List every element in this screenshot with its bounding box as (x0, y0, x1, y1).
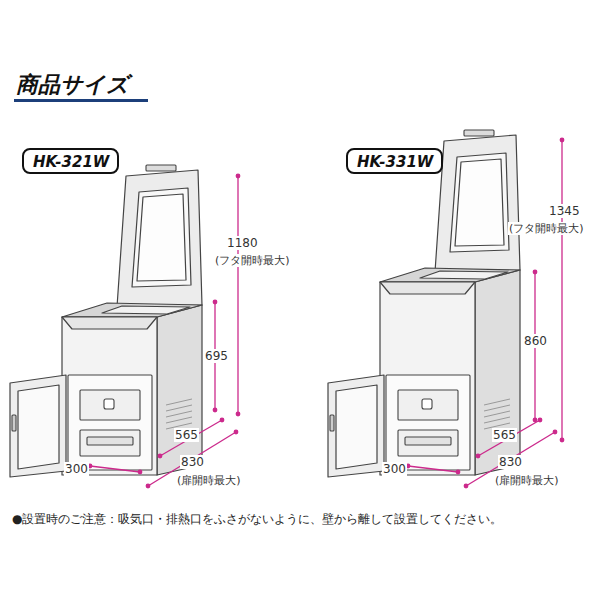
drawer-button (104, 399, 114, 409)
drawer-handle (87, 437, 133, 445)
dimension-dot (236, 412, 241, 417)
lid-handle (146, 165, 176, 171)
page-title: 商品サイズ (16, 70, 129, 100)
dimension-dot (234, 430, 239, 435)
dimension-label: 300 (64, 462, 89, 476)
dimension-label: 565 (174, 428, 199, 442)
dimension-label: 860 (523, 334, 548, 348)
front-face (62, 317, 157, 475)
model-name: HK-331W (357, 153, 432, 171)
dimension-dot (213, 408, 218, 413)
dimension-dot (213, 300, 218, 305)
top-surface (380, 268, 520, 282)
dimension-line (160, 420, 222, 456)
door-panel (18, 385, 59, 469)
vent-slot (166, 417, 192, 423)
dimension-label: 300 (382, 462, 407, 476)
front-chamfer (380, 282, 475, 294)
rice-storage-unit (10, 165, 202, 477)
open-door (10, 375, 66, 477)
vent-slot (484, 405, 510, 411)
dimension-label: 565 (492, 428, 517, 442)
upper-drawer (398, 390, 458, 420)
dimension-label: 1345 (548, 204, 581, 218)
open-lid (435, 135, 520, 272)
model-label: HK-331W (346, 148, 443, 174)
dimension-dot (533, 270, 538, 275)
dimension-line (561, 140, 562, 440)
lid-handle (464, 130, 494, 136)
drawer-handle (405, 437, 451, 445)
dimension-label: (扉開時最大) (494, 474, 560, 487)
dimension-dot (456, 470, 461, 475)
dimension-dot (560, 438, 565, 443)
vent-slot (484, 399, 510, 405)
dimension-dot (146, 484, 151, 489)
lid-window (450, 153, 509, 252)
open-door (328, 375, 384, 477)
dimension-dot (553, 430, 558, 435)
dimension-dot (560, 138, 565, 143)
dimension-label: (フタ開時最大) (508, 222, 585, 235)
top-opening (420, 271, 508, 279)
drawer-button (422, 399, 432, 409)
dimension-dot (138, 470, 143, 475)
side-face (157, 305, 202, 475)
upper-drawer (80, 390, 140, 420)
door-latch (12, 415, 16, 431)
model-name: HK-321W (33, 153, 108, 171)
top-opening (102, 306, 190, 314)
dimension-dot (236, 174, 241, 179)
dimension-line (237, 176, 238, 414)
front-face (380, 282, 475, 475)
dimension-dot (538, 418, 543, 423)
vent-slot (166, 405, 192, 411)
top-surface (62, 303, 202, 317)
dimension-label: (フタ開時最大) (214, 254, 291, 267)
lid-window-inner (455, 159, 504, 246)
door-panel (336, 385, 377, 469)
cabinet-opening (68, 375, 152, 470)
vent-slot (484, 411, 510, 417)
dimension-label: (扉開時最大) (176, 474, 242, 487)
dimension-label: 830 (498, 455, 523, 469)
dimension-dot (220, 418, 225, 423)
lid-window-inner (137, 194, 186, 281)
dimension-label: 1180 (226, 236, 259, 250)
dimension-dot (158, 454, 163, 459)
lower-drawer (80, 430, 140, 456)
vent-slot (166, 411, 192, 417)
dimension-line (408, 466, 458, 472)
vent-slot (484, 417, 510, 423)
front-chamfer (62, 317, 157, 329)
dimension-line (90, 466, 140, 472)
lower-drawer (398, 430, 458, 456)
open-lid (117, 170, 202, 307)
rice-storage-unit (328, 130, 520, 477)
dimension-label: 830 (180, 455, 205, 469)
lid-window (132, 188, 191, 287)
title-underline (14, 99, 148, 102)
door-latch (330, 415, 334, 431)
dimension-dot (476, 454, 481, 459)
installation-note: ●設置時のご注意：吸気口・排熱口をふさがないように、壁から離して設置してください… (12, 512, 592, 528)
cabinet-opening (386, 375, 470, 470)
model-label: HK-321W (22, 148, 119, 174)
vent-slot (166, 399, 192, 405)
dimension-dot (464, 484, 469, 489)
dimension-line (478, 420, 540, 456)
dimension-label: 695 (204, 349, 229, 363)
